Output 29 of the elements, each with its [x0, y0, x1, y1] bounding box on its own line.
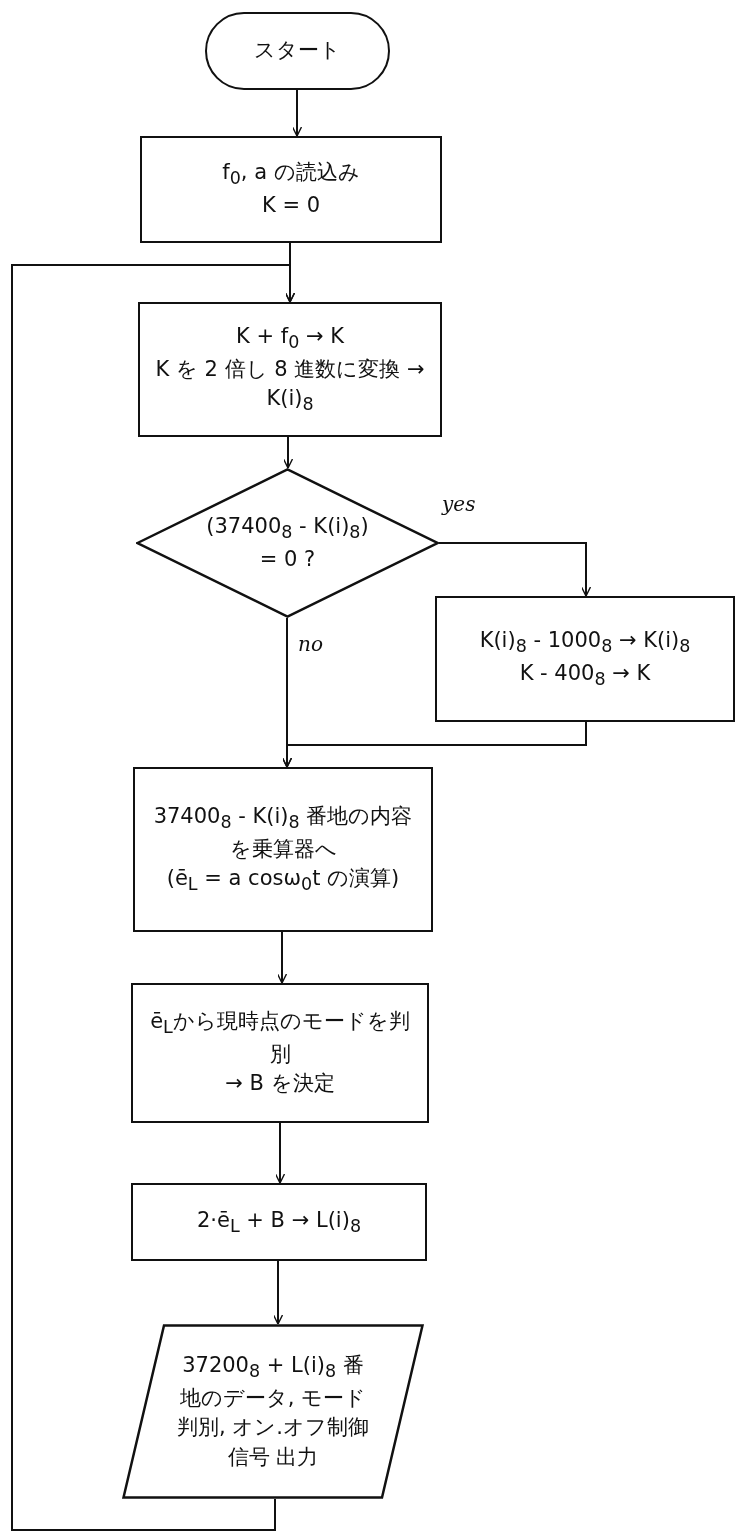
process-box: [131, 1183, 427, 1261]
arrow: [272, 1260, 284, 1325]
step-text: K(i)$_{8}$ - 1000$_{8}$ → K(i)$_{8}$: [479, 627, 691, 659]
arrow: [11, 264, 296, 1531]
process-box: [435, 596, 735, 722]
arrow: [291, 89, 303, 137]
step-text: f$_{0}$, a の読込み: [222, 159, 360, 191]
output-parallelogram: [122, 1324, 424, 1499]
process-box: [138, 302, 442, 437]
step-text: → B を決定: [225, 1070, 335, 1098]
step-text: K - 400$_{8}$ → K: [519, 660, 651, 692]
step-text: K を 2 倍し 8 進数に変換 → K(i)$_{8}$: [154, 355, 426, 417]
arrow: [276, 931, 288, 984]
step-text: 2·ē$_{L}$ + B → L(i)$_{8}$: [196, 1206, 362, 1238]
step-text: 37200$_{8}$ + L(i)$_{8}$ 番地のデータ, モード判別, オン.オフ制御信号 出力: [176, 1352, 370, 1471]
step-text: (37400$_{8}$ - K(i)$_{8}$) = 0 ?: [205, 512, 370, 573]
step-text: スタート: [254, 37, 341, 65]
step-text: K + f$_{0}$ → K: [236, 323, 344, 355]
process-box: [131, 983, 429, 1123]
step-text: (ē$_{L}$ = a cosω$_{0}$t の演算): [166, 865, 400, 897]
step-text: ē$_{L}$から現時点のモードを判別: [149, 1008, 411, 1068]
process-box: [133, 767, 433, 932]
arrow: [281, 721, 587, 768]
arrow: [282, 436, 294, 469]
process-box: [140, 136, 442, 243]
arrow: [274, 1122, 286, 1184]
decision-diamond: [136, 468, 439, 618]
arrow: [438, 542, 592, 597]
step-text: K = 0: [261, 192, 321, 220]
